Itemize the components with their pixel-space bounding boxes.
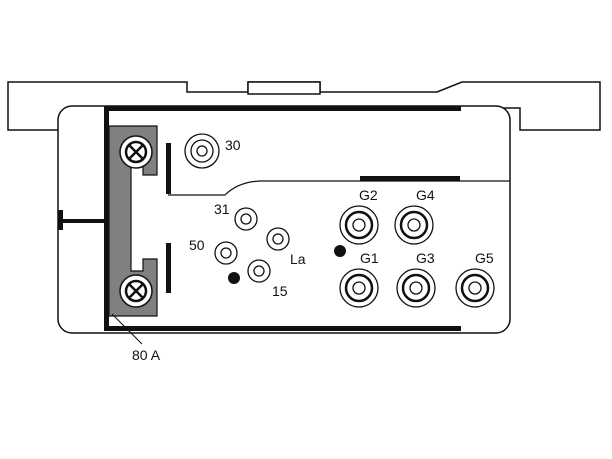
side-tab-bar <box>58 219 106 223</box>
contact-bar-upper <box>166 143 171 194</box>
label-glow-g5: G5 <box>475 250 494 266</box>
side-tab-post <box>58 210 63 230</box>
glow-terminal-g1 <box>339 268 379 308</box>
glow-terminal-g3 <box>396 268 436 308</box>
terminal-50 <box>214 241 238 265</box>
glow-terminal-g5 <box>455 268 495 308</box>
label-terminal-50: 50 <box>189 237 205 253</box>
label-fuse-rating: 80 A <box>132 347 161 363</box>
fuse-strip <box>108 125 158 317</box>
left-bar <box>104 106 109 331</box>
label-terminal-la: La <box>290 251 306 267</box>
glow-terminal-g2 <box>339 205 379 245</box>
fuse-pointer-line <box>111 313 143 345</box>
label-glow-g1: G1 <box>360 250 379 266</box>
terminal-15 <box>247 259 271 283</box>
label-glow-g4: G4 <box>416 187 435 203</box>
label-terminal-31: 31 <box>214 201 230 217</box>
label-terminal-15: 15 <box>272 283 288 299</box>
bottom-bar <box>105 326 461 331</box>
fuse-screw-bottom <box>119 274 153 308</box>
partition-bar <box>360 176 460 181</box>
glow-terminal-g4 <box>394 205 434 245</box>
marker-dot-right <box>334 245 346 257</box>
terminal-30 <box>184 133 220 169</box>
fuse-screw-top <box>119 135 153 169</box>
flange-top-tab <box>247 81 321 95</box>
terminal-la <box>266 227 290 251</box>
terminal-31 <box>234 207 258 231</box>
label-glow-g3: G3 <box>416 250 435 266</box>
partition-line <box>168 180 510 196</box>
label-glow-g2: G2 <box>359 187 378 203</box>
top-bar <box>105 106 461 111</box>
contact-bar-lower <box>166 243 171 293</box>
label-terminal-30: 30 <box>225 137 241 153</box>
marker-dot-left <box>228 272 240 284</box>
